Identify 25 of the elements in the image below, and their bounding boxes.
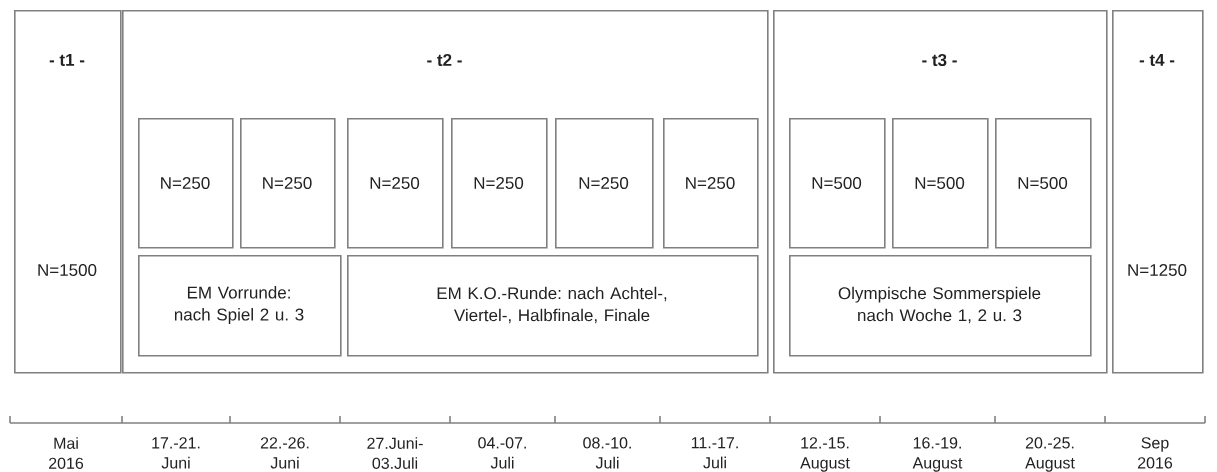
date-label: 08.-10. Juli	[583, 437, 631, 469]
date-label: 27.Juni- 03.Juli	[367, 437, 423, 469]
description-box: Olympische Sommerspiele nach Woche 1, 2 u. 3	[789, 255, 1092, 357]
sample-box: N=250	[555, 118, 654, 249]
date-label: 11.-17. Juli	[691, 437, 738, 469]
sample-box: N=500	[789, 118, 886, 249]
date-label: 04.-07. Juli	[478, 437, 526, 469]
description-box: EM Vorrunde: nach Spiel 2 u. 3	[138, 255, 342, 357]
date-label: 20.-25. August	[1025, 437, 1075, 472]
sample-box: N=250	[240, 118, 336, 249]
sample-box: N=250	[347, 118, 444, 249]
sample-box: N=250	[663, 118, 759, 249]
date-label: 22.-26. Juni	[260, 437, 309, 469]
sample-box: N=250	[138, 118, 234, 249]
description-box: EM K.O.-Runde: nach Achtel-, Viertel-, Halbfinale, Finale	[347, 255, 759, 357]
date-label: Sep 2016	[1138, 437, 1173, 469]
date-label: 12.-15. August	[800, 437, 850, 472]
date-label: 17.-21. Juni	[152, 437, 200, 469]
date-label: 16.-19. August	[912, 437, 963, 472]
period-box: - t1 - N=1500	[14, 10, 122, 374]
period-box: - t4 - N=1250	[1112, 10, 1204, 374]
date-label: Mai 2016	[49, 437, 84, 469]
sample-box: N=500	[995, 118, 1092, 249]
sample-box: N=250	[451, 118, 548, 249]
sample-box: N=500	[892, 118, 989, 249]
